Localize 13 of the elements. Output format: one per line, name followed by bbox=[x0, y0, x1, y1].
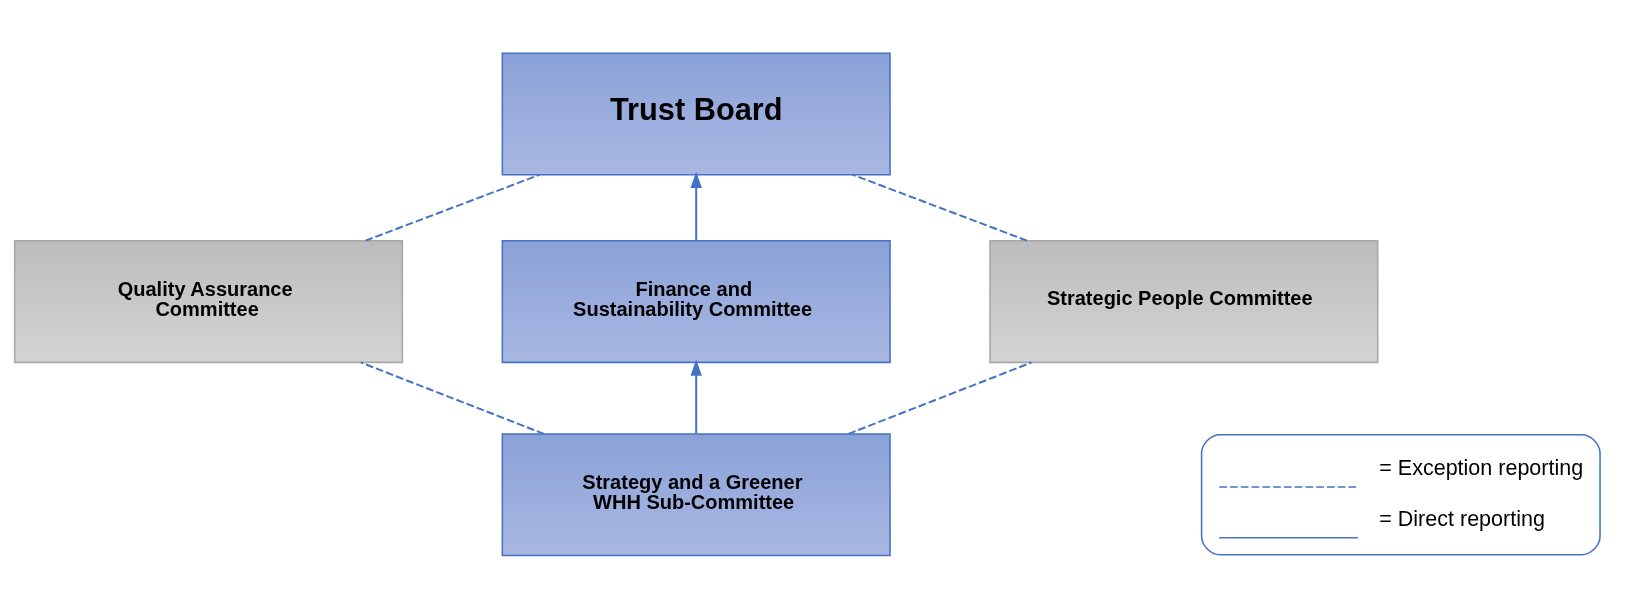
connector bbox=[364, 173, 541, 242]
node-box: Trust Board bbox=[501, 51, 891, 175]
connector bbox=[847, 361, 1033, 435]
legend-label: = Direct reporting bbox=[1379, 506, 1545, 531]
arrow bbox=[690, 171, 702, 242]
connector bbox=[359, 361, 545, 435]
node-box: Finance and Sustainability Committee bbox=[501, 239, 891, 363]
node-box: Strategy and a Greener WHH Sub-Committee bbox=[501, 432, 891, 556]
node-box: Quality Assurance Committee bbox=[13, 239, 404, 363]
arrow bbox=[690, 359, 702, 435]
legend-label: = Exception reporting bbox=[1379, 455, 1584, 480]
node-box: Strategic People Committee bbox=[989, 239, 1379, 363]
connector bbox=[851, 173, 1028, 242]
